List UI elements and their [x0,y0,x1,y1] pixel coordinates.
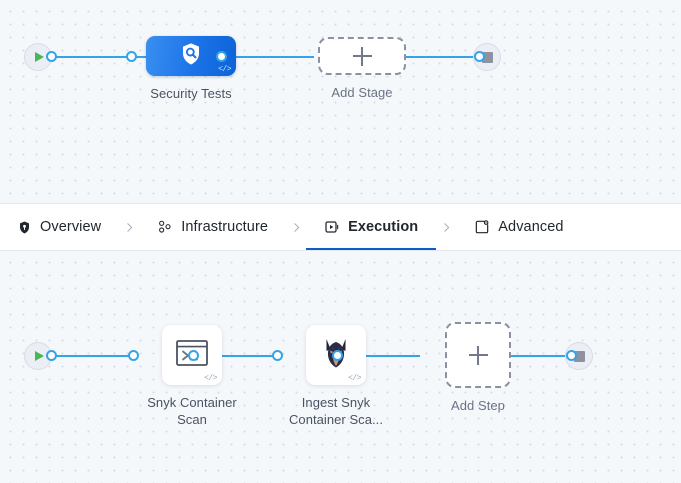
tab-overview[interactable]: Overview [14,203,103,251]
add-stage-button[interactable] [318,37,406,75]
connector-line-stage-to-add [218,56,314,58]
tab-execution-label: Execution [348,219,419,235]
tab-infrastructure-label: Infrastructure [181,219,269,235]
connector-line-step2-to-addstep [336,355,420,357]
play-triangle [35,351,44,361]
chevron-right-icon [270,221,322,234]
tab-infrastructure[interactable]: Infrastructure [155,203,270,251]
tab-advanced[interactable]: Advanced [472,203,565,251]
add-step-button[interactable] [445,322,511,388]
code-badge-icon: </> [348,374,361,383]
chevron-right-icon [420,221,472,234]
step-label: Snyk Container Scan [147,395,237,427]
step-node-ingest-snyk-container-scan[interactable]: </> Ingest Snyk Container Sca... [277,325,395,428]
step-start-output-port[interactable] [46,350,57,361]
shield-icon [16,219,32,235]
execution-play-icon [324,219,340,235]
stop-square [573,350,585,362]
connector-line-addstep-to-end [484,355,572,357]
step-node-snyk-container-scan[interactable]: </> Snyk Container Scan [133,325,251,428]
pipeline-stages-canvas[interactable]: </> Security Tests Add Stage [0,0,681,203]
advanced-settings-icon [474,219,490,235]
connector-line-start-to-step1 [50,355,136,357]
play-triangle [35,52,44,62]
connector-line-step1-to-step2 [192,355,280,357]
stage-node-security-tests[interactable]: </> Security Tests [132,36,250,102]
stage-start-output-port[interactable] [46,51,57,62]
tab-advanced-label: Advanced [498,219,564,235]
add-stage-node[interactable]: Add Stage [303,37,421,101]
stop-square [481,51,493,63]
step-label: Ingest Snyk Container Sca... [288,395,383,427]
shield-search-icon [178,41,204,72]
tab-overview-label: Overview [40,219,102,235]
step2-input-port[interactable] [272,350,283,361]
stage-end-input-port[interactable] [474,51,485,62]
code-badge-icon: </> [218,65,231,74]
connector-line-start-to-stage [50,56,146,58]
step-end-input-port[interactable] [566,350,577,361]
pipeline-tabbar: Overview Infrastructure [0,203,681,251]
step1-output-port[interactable] [188,350,199,361]
add-step-node[interactable]: Add Step [419,322,537,414]
code-badge-icon: </> [204,374,217,383]
plus-icon [468,345,488,365]
step2-output-port[interactable] [332,350,343,361]
pipeline-steps-canvas[interactable]: </> Snyk Container Scan [0,251,681,483]
stage-label: Security Tests [150,86,232,101]
step1-input-port[interactable] [128,350,139,361]
tab-execution[interactable]: Execution [306,203,437,251]
infrastructure-nodes-icon [157,219,173,235]
plus-icon [352,46,372,66]
stage-input-port[interactable] [126,51,137,62]
add-stage-label: Add Stage [331,85,393,100]
connector-line-add-to-end [386,56,480,58]
stage-output-port[interactable] [216,51,227,62]
chevron-right-icon [103,221,155,234]
add-step-label: Add Step [451,398,505,413]
stage-node-body[interactable]: </> [146,36,236,76]
